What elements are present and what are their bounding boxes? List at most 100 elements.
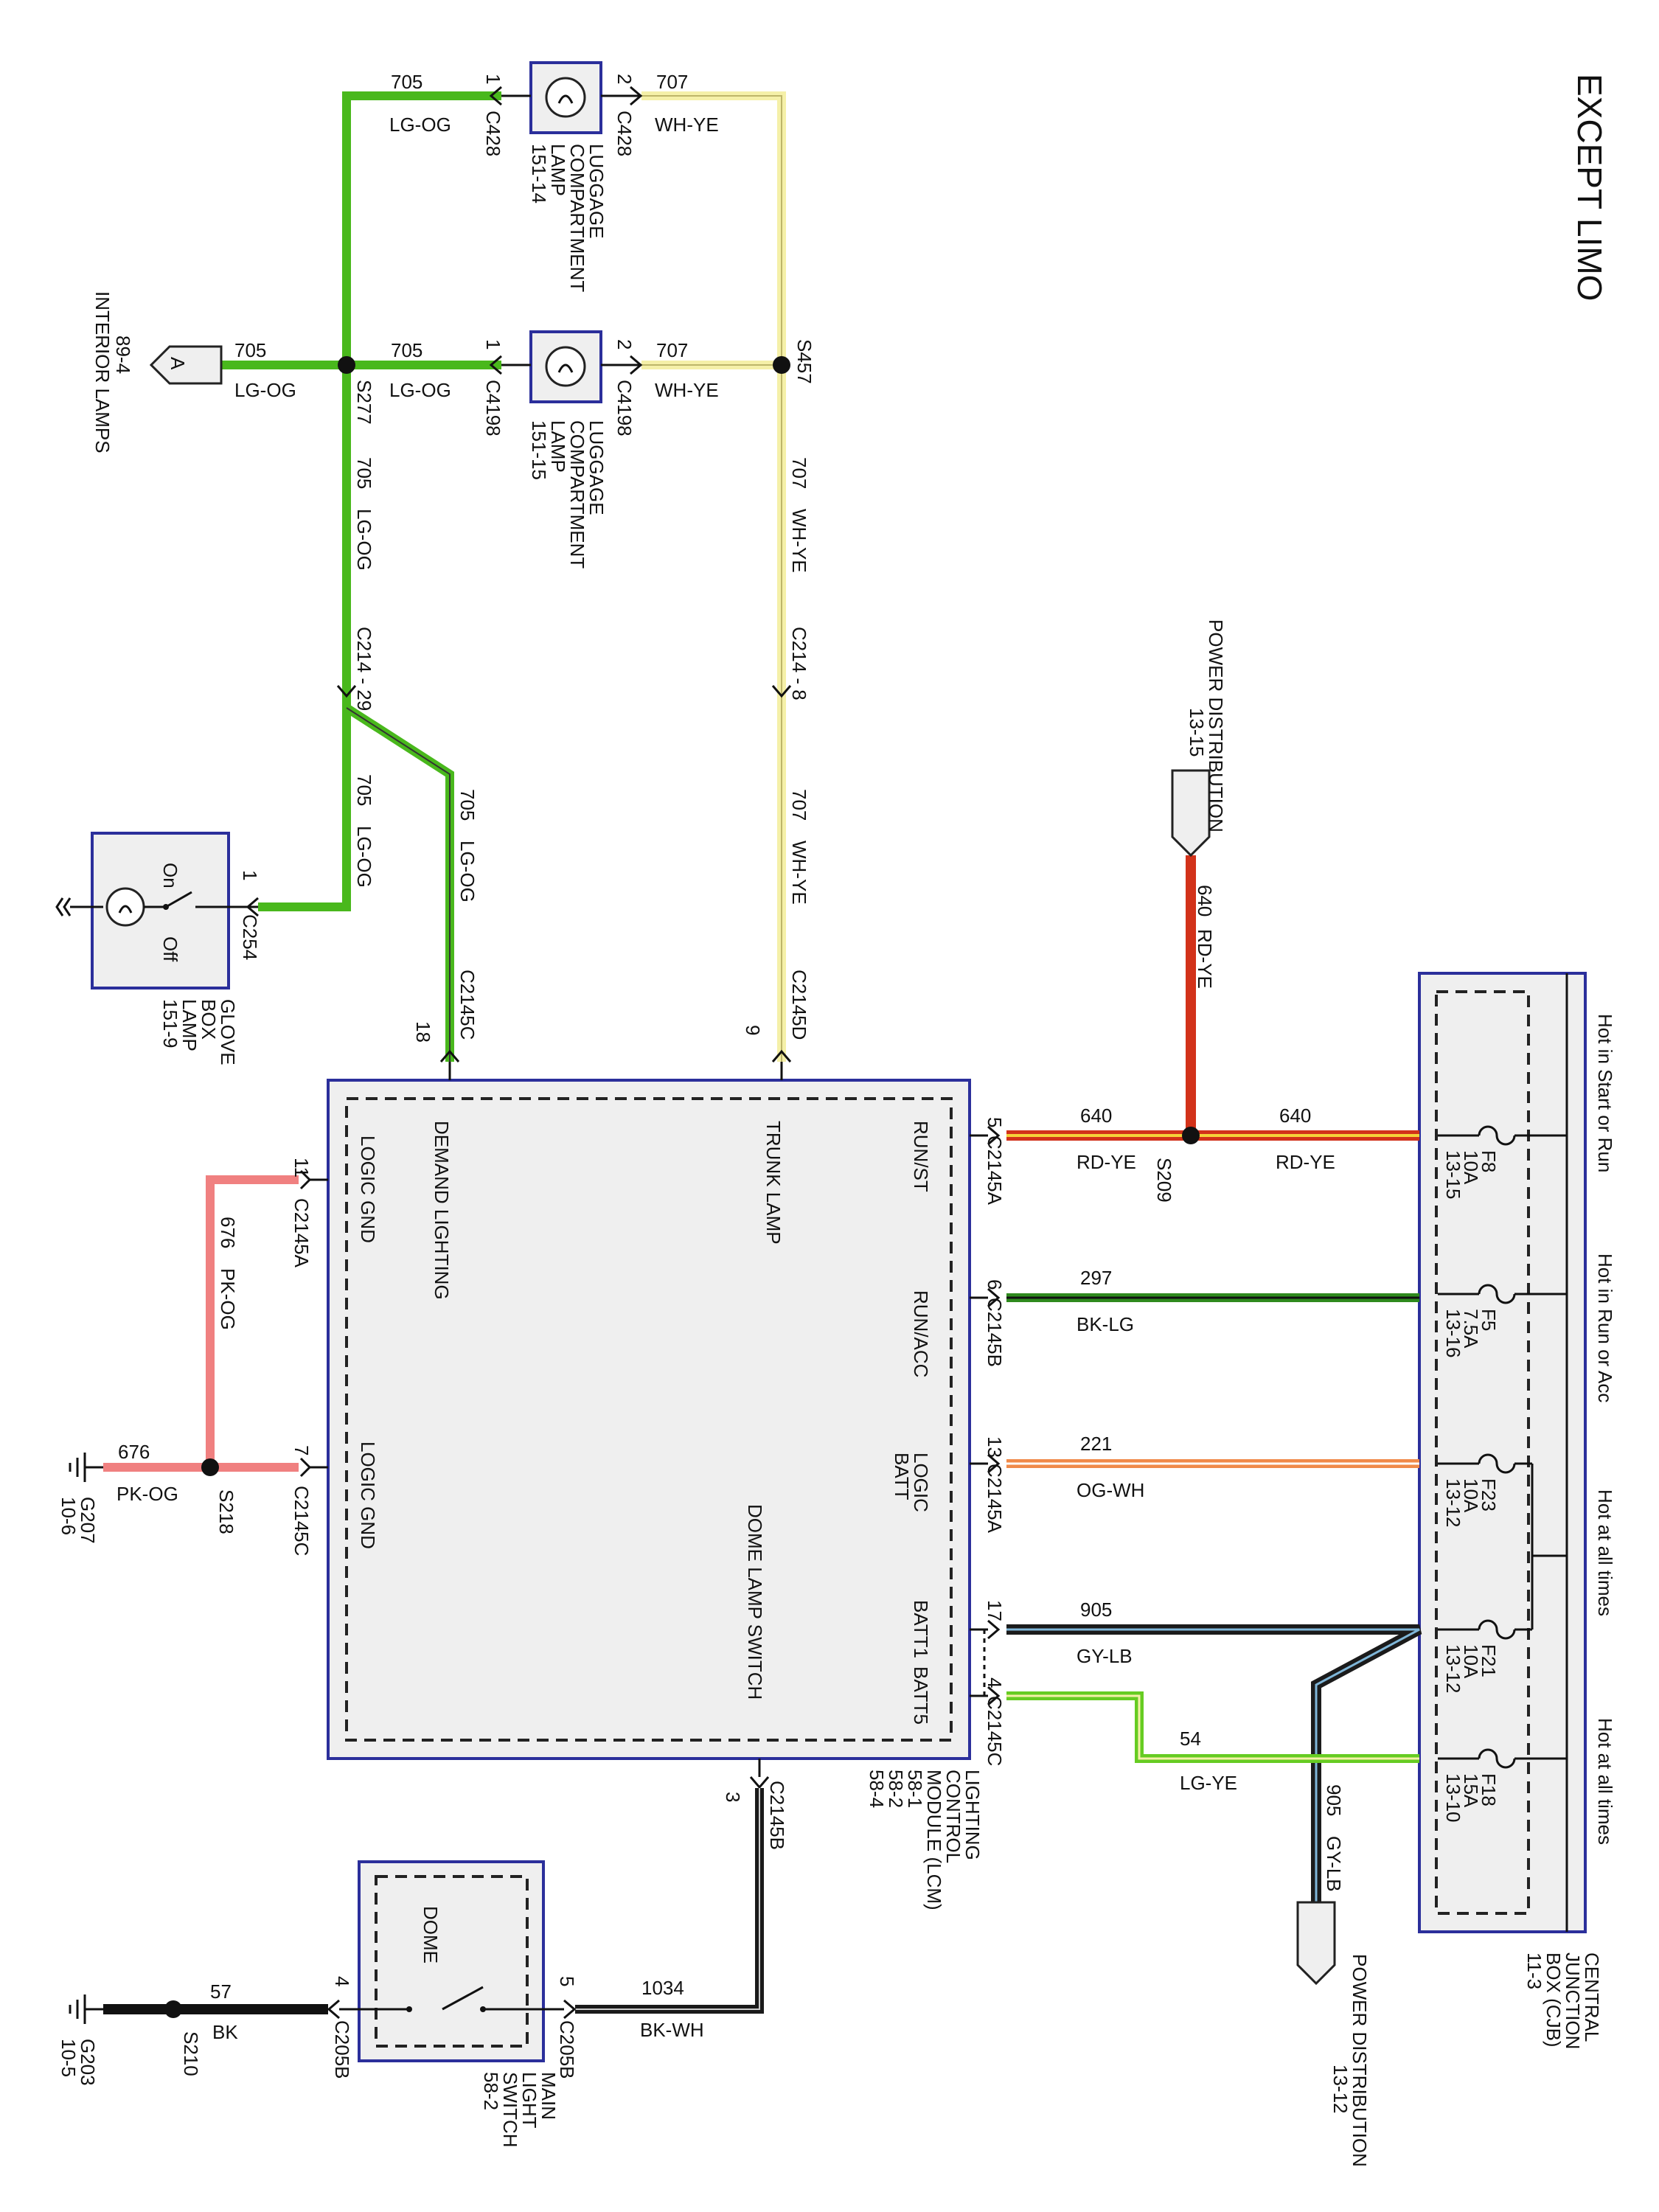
power-distribution-top: POWER DISTRIBUTION 13-15: [1171, 619, 1227, 858]
wire-905-color-a: GY-LB: [1077, 1645, 1133, 1667]
lamp2-label-line3: LAMP: [547, 420, 569, 473]
connector-c2145b-3-name: C2145B: [766, 1781, 788, 1850]
bulb-icon: [545, 346, 586, 387]
fuse-f8-name: F8: [1478, 1150, 1500, 1172]
mls-label-line2: LIGHT: [518, 2072, 540, 2129]
wire-297-color: BK-LG: [1077, 1313, 1134, 1335]
wire-705-mid-circuit: 705: [391, 339, 422, 361]
connector-arrow-icon: [336, 685, 357, 698]
wire-705-run: [342, 91, 501, 708]
wire-54-color: LG-YE: [1180, 1772, 1237, 1794]
wire-57: S210 57 BK G203 10-5: [58, 1980, 328, 2086]
wire-221-circuit: 221: [1080, 1433, 1112, 1455]
fuse-f21-ref: 13-12: [1442, 1644, 1464, 1694]
fuse-f23-rating: 10A: [1460, 1478, 1482, 1513]
main-light-switch: DOME 5 C205B 4 C205B MAIN LIGHT SWITCH 5…: [327, 1860, 578, 2148]
wire-297-circuit: 297: [1080, 1267, 1112, 1289]
splice-s277-label: S277: [353, 380, 375, 425]
connector-c2145a-5-name: C2145A: [984, 1135, 1006, 1206]
wire-54-stripe: [1006, 1694, 1419, 1760]
wire-707-top-color: WH-YE: [655, 114, 719, 136]
connector-arrow-icon: [489, 355, 502, 375]
lcm-body: [328, 1080, 970, 1759]
splice-s218-label: S218: [215, 1489, 237, 1534]
splice-s209-label: S209: [1153, 1158, 1175, 1203]
wire-705-v3-color: LG-OG: [456, 841, 479, 902]
fuse-f18-name: F18: [1478, 1773, 1500, 1806]
fuse-f5-ref: 13-16: [1442, 1309, 1464, 1358]
connector-arrow-icon: [327, 1999, 340, 2020]
title-group: EXCEPT LIMO: [1571, 74, 1609, 301]
splice-s210: [164, 2000, 182, 2018]
connector-c2145b-6-pin: 6: [984, 1279, 1006, 1290]
switch-contact-icon: [442, 1986, 484, 2011]
connector-arrow-icon: [299, 1169, 312, 1190]
wire-640-circuit-c: 640: [1194, 885, 1216, 917]
connector-c428-2-name: C428: [613, 111, 636, 156]
connector-arrow-icon: [987, 1686, 1001, 1706]
connector-c2145c-18-name: C2145C: [456, 970, 479, 1040]
fuse-f18-ref: 13-10: [1442, 1773, 1464, 1823]
lcm-right-connectors: 5 C2145A 6 C2145B 13 C2145A 17 4 C2145C: [984, 1117, 1006, 1766]
connector-c2145c-4-pin: 4: [984, 1677, 1006, 1688]
ground-g207-icon: [69, 1453, 103, 1482]
hot-all-times-label-2: Hot at all times: [1594, 1718, 1616, 1845]
wire-707-top-circuit: 707: [656, 71, 688, 93]
fuse-f5-rating: 7.5A: [1460, 1309, 1482, 1349]
pin-label-trunk-lamp: TRUNK LAMP: [762, 1121, 785, 1245]
glove-label-line2: BOX: [198, 999, 220, 1040]
lcm-label-line5: 58-2: [885, 1770, 907, 1808]
main-light-switch-box: [358, 1860, 545, 2062]
hot-run-acc-label: Hot in Run or Acc: [1594, 1253, 1616, 1402]
power-distribution-top-ref: 13-15: [1186, 708, 1208, 757]
wire-705-v3-circuit: 705: [456, 789, 479, 821]
fuse-f21-rating: 10A: [1460, 1644, 1482, 1679]
connector-c205b-5-name: C205B: [556, 2020, 578, 2079]
connector-arrow-icon: [246, 897, 259, 917]
fuse-f23-name: F23: [1478, 1478, 1500, 1512]
fuse-f21-name: F21: [1478, 1644, 1500, 1677]
connector-c254-pin: 1: [239, 870, 261, 880]
connector-arrow-icon: [771, 1049, 792, 1062]
wire-221-color: OG-WH: [1077, 1479, 1144, 1501]
wire-905-circuit-a: 905: [1080, 1599, 1112, 1621]
lcm-label-line6: 58-4: [866, 1770, 888, 1808]
connector-arrow-icon: [489, 86, 502, 106]
cjb-label: CENTRAL JUNCTION BOX (CJB) 11-3: [1523, 1952, 1603, 2049]
lamp1-label-line2: COMPARTMENT: [566, 144, 588, 292]
wire-707-mid-circuit: 707: [656, 339, 688, 361]
lighting-control-module: LIGHTING CONTROL MODULE (LCM) 58-1 58-2 …: [327, 1079, 988, 1910]
lcm-dashed-boundary: [345, 1097, 953, 1742]
connector-c2145a-13-name: C2145A: [984, 1464, 1006, 1534]
fuse-f18: F18 15A 13-10: [1438, 1748, 1567, 1823]
connector-c428-1-pin: 1: [482, 74, 504, 84]
wire-905-circuit-b: 905: [1323, 1784, 1345, 1816]
glove-label-line3: LAMP: [178, 999, 201, 1051]
interior-lamps-arrow-icon: [149, 345, 223, 385]
wire-54-circuit: 54: [1180, 1728, 1201, 1750]
pin-label-batt5: BATT5: [910, 1666, 932, 1725]
connector-c2145c-18-pin: 18: [412, 1021, 434, 1043]
wire-707-vertical: S457 707 WH-YE 707 WH-YE 707 WH-YE C214 …: [641, 71, 815, 1080]
lamp1-label-line1: LUGGAGE: [585, 144, 608, 239]
pin-label-logic-gnd-1: LOGIC GND: [357, 1135, 379, 1243]
power-distribution-bottom-ref: 13-12: [1329, 2065, 1352, 2114]
connector-c4198-1-pin: 1: [482, 339, 504, 349]
wire-676-circuit-b: 676: [118, 1441, 150, 1463]
connector-c205b-4-pin: 4: [331, 1976, 353, 1986]
splice-s210-label: S210: [180, 2031, 202, 2076]
wire-707-v1-circuit: 707: [788, 457, 810, 489]
connector-c214-8: C214 - 8: [788, 627, 810, 700]
wire-1034: 1034 BK-WH C2145B 3: [575, 1759, 788, 2041]
fuse-f5-name: F5: [1478, 1309, 1500, 1331]
wire-707-v2-circuit: 707: [788, 789, 810, 821]
connector-c428-2-pin: 2: [613, 74, 636, 84]
connector-arrow-icon: [987, 1619, 1001, 1640]
pin-label-logic-batt-1: LOGIC: [910, 1453, 932, 1512]
wire-221: 221 OG-WH: [1006, 1433, 1419, 1501]
cjb-label-line4: 11-3: [1523, 1952, 1545, 1989]
splice-s277: [338, 356, 355, 374]
wire-640-circuit-a: 640: [1080, 1105, 1112, 1127]
lcm-label: LIGHTING CONTROL MODULE (LCM) 58-1 58-2 …: [866, 1770, 984, 1910]
connector-arrow-icon: [439, 1049, 460, 1062]
